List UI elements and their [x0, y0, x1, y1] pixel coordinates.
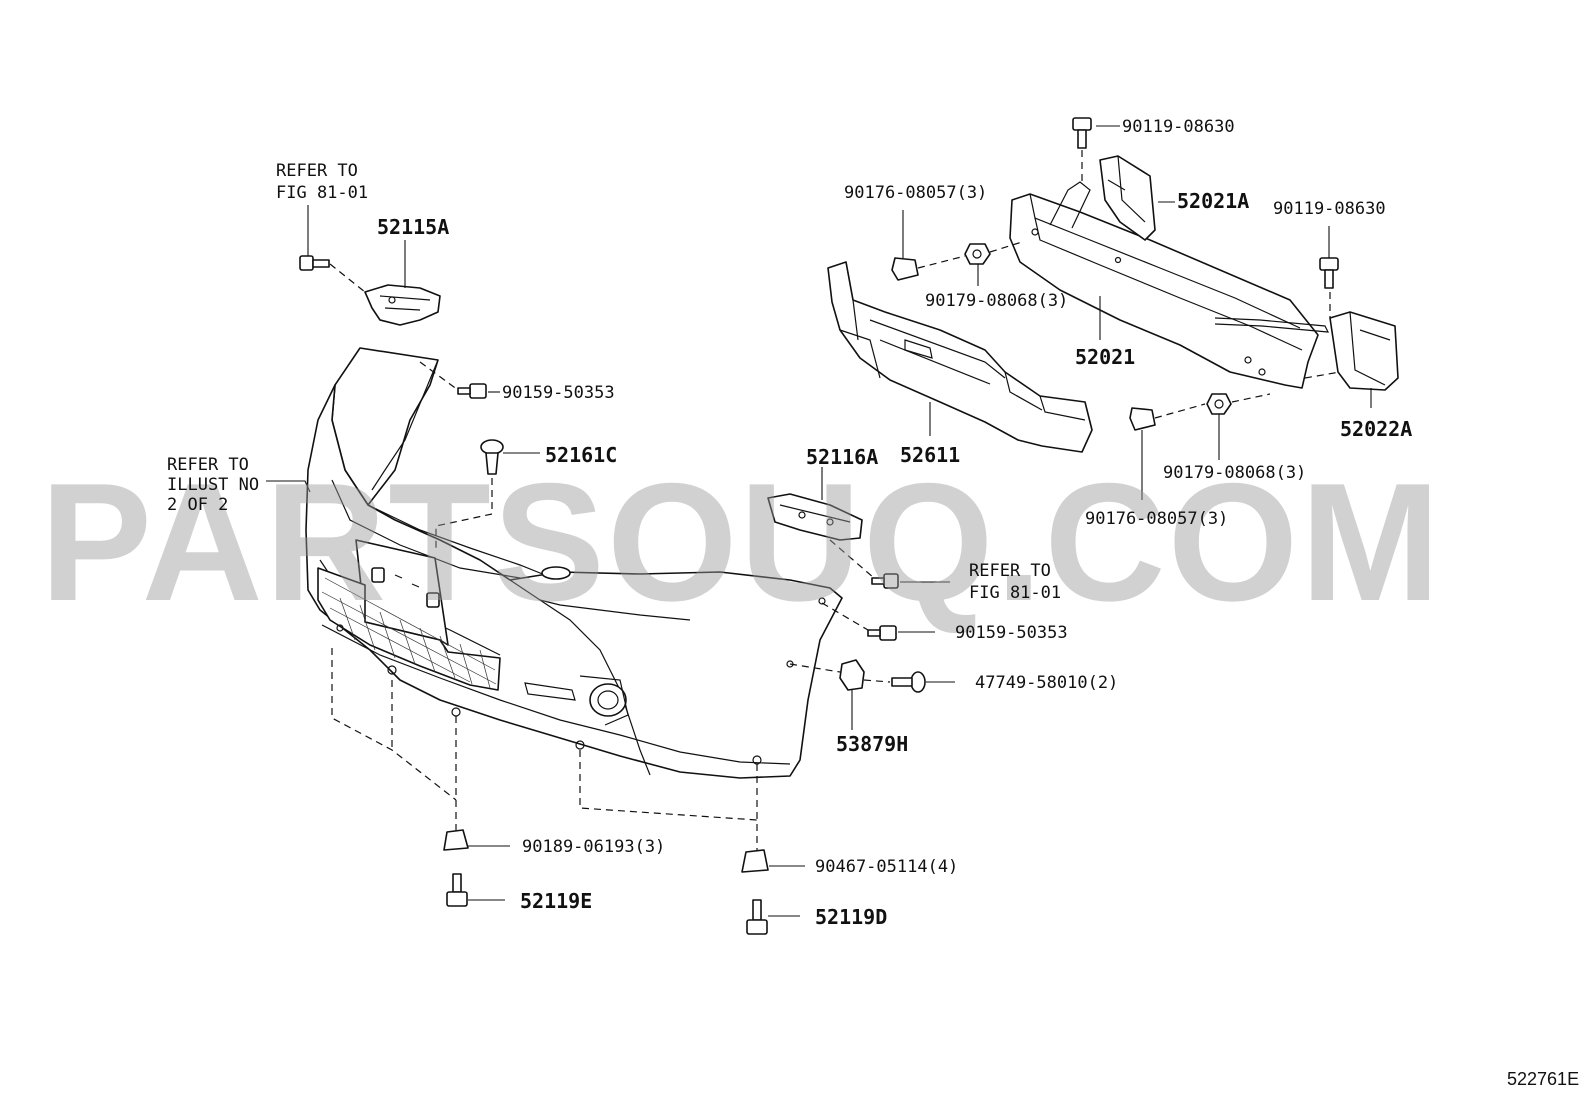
label-refer-fig-mid-2: FIG 81-01	[969, 583, 1061, 603]
nut-bottom-left	[443, 829, 469, 851]
label-support-right: 52116A	[806, 445, 878, 469]
bumper-absorber	[827, 261, 1093, 453]
label-refer-fig-mid-1: REFER TO	[969, 561, 1051, 581]
retainer-right-side	[1099, 155, 1156, 241]
seal-bracket	[839, 659, 865, 691]
label-reinforcement: 52021	[1075, 345, 1135, 369]
label-bolt-top-right-2: 90119-08630	[1273, 199, 1386, 219]
label-rivet: 47749-58010(2)	[975, 673, 1118, 693]
label-nut-right-bottom: 90179-08068(3)	[1163, 463, 1306, 483]
label-screw-bottom-center: 52119D	[815, 905, 887, 929]
label-nut-bottom-center: 90467-05114(4)	[815, 857, 958, 877]
clip-upper	[480, 439, 504, 475]
label-support-left: 52115A	[377, 215, 449, 239]
bolt-top-right-1	[1072, 117, 1092, 149]
nut-lower-right	[1206, 393, 1232, 415]
label-nut-left-top: 90179-08068(3)	[925, 291, 1068, 311]
label-retainer-left-end: 52022A	[1340, 417, 1412, 441]
label-screw-upper-left: 90159-50353	[502, 383, 615, 403]
label-clip-upper: 52161C	[545, 443, 617, 467]
label-screw-lower-right: 90159-50353	[955, 623, 1068, 643]
bolt-support-right	[871, 573, 899, 589]
label-clip-left-top: 90176-08057(3)	[844, 183, 987, 203]
label-clip-right-bottom: 90176-08057(3)	[1085, 509, 1228, 529]
label-screw-bottom-left: 52119E	[520, 889, 592, 913]
bumper-support-right	[767, 493, 863, 541]
clip-upper-left	[891, 257, 919, 281]
label-bolt-top-right-1: 90119-08630	[1122, 117, 1235, 137]
label-refer-illust-1: REFER TO	[167, 455, 249, 475]
retainer-left-end	[1329, 311, 1399, 391]
nut-bottom-center	[741, 849, 769, 873]
label-absorber: 52611	[900, 443, 960, 467]
screw-bottom-left	[446, 873, 468, 907]
label-refer-fig-top-1: REFER TO	[276, 161, 358, 181]
label-refer-illust-2: ILLUST NO	[167, 475, 259, 495]
label-refer-illust-3: 2 OF 2	[167, 495, 228, 515]
bumper-reinforcement	[1009, 193, 1319, 389]
front-bumper-cover	[305, 347, 843, 779]
watermark: PARTSOUQ.COM	[40, 448, 1442, 636]
screw-upper-left	[457, 383, 487, 399]
screw-lower-right	[867, 625, 897, 641]
rivet	[891, 671, 926, 693]
retainer-strap	[1049, 181, 1091, 229]
label-seal-bracket: 53879H	[836, 732, 908, 756]
bumper-support-left	[364, 284, 441, 326]
bolt-support-left	[299, 255, 330, 271]
clip-lower-right	[1129, 407, 1156, 431]
label-refer-fig-top-2: FIG 81-01	[276, 183, 368, 203]
figure-code: 522761E	[1507, 1069, 1579, 1089]
label-retainer-right: 52021A	[1177, 189, 1249, 213]
label-nut-bottom-left: 90189-06193(3)	[522, 837, 665, 857]
nut-upper-left	[964, 243, 991, 265]
screw-bottom-center	[746, 899, 768, 935]
bolt-top-right-2	[1319, 257, 1339, 289]
